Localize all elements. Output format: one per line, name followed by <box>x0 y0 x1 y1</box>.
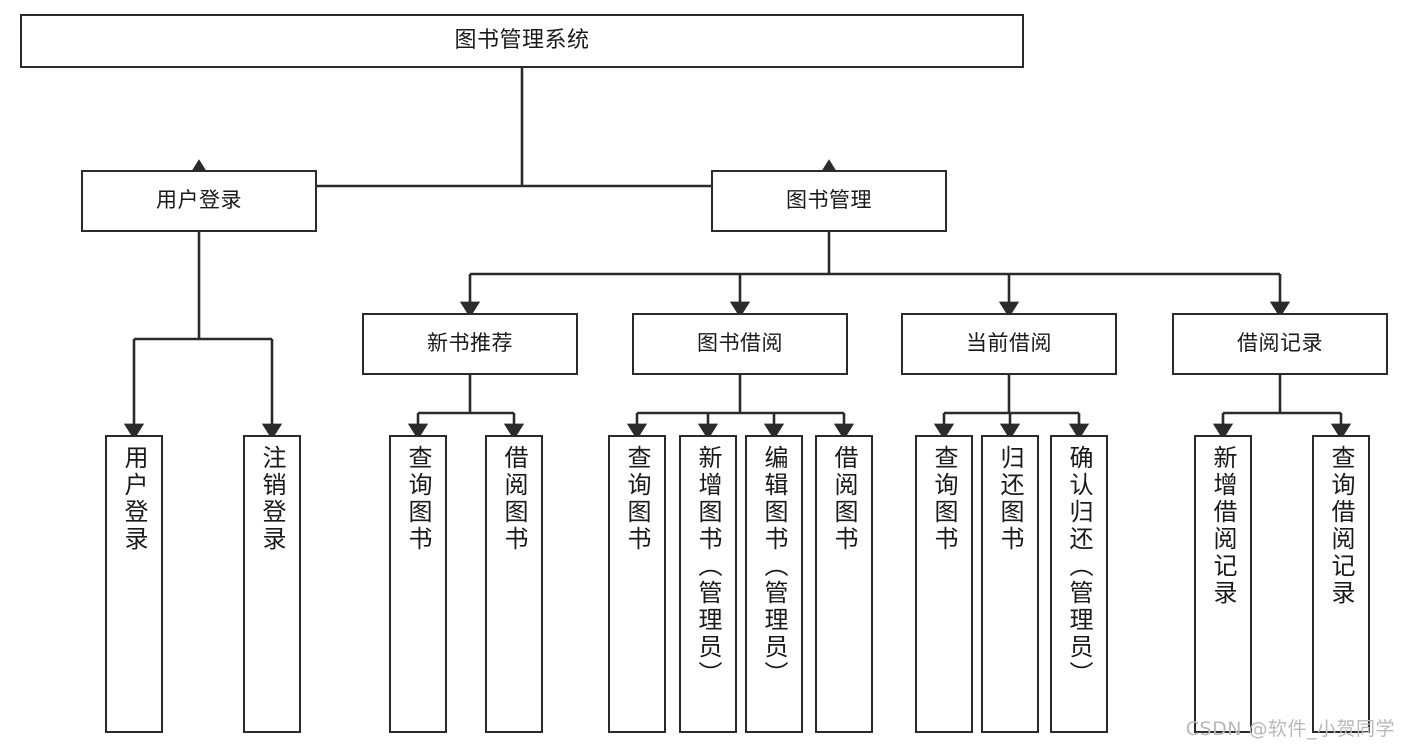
node-label: 注销登录 <box>258 445 286 553</box>
node-current_borrow[interactable]: 当前借阅 <box>901 313 1117 375</box>
node-label: 图书管理 <box>786 188 872 213</box>
node-user_login[interactable]: 用户登录 <box>81 170 317 232</box>
node-leaf_query_b1[interactable]: 查询图书 <box>389 435 447 733</box>
node-label: 查询图书 <box>623 445 651 553</box>
node-leaf_query_b3[interactable]: 查询图书 <box>915 435 973 733</box>
node-label: 查询图书 <box>930 445 958 553</box>
node-label: 借阅图书 <box>500 445 528 553</box>
node-label: 确认归还（管理员） <box>1065 445 1093 688</box>
node-leaf_confirm[interactable]: 确认归还（管理员） <box>1050 435 1108 733</box>
node-leaf_edit_book[interactable]: 编辑图书（管理员） <box>745 435 803 733</box>
watermark-text: CSDN @软件_小贺同学 <box>1185 718 1395 740</box>
node-leaf_borrow_b1[interactable]: 借阅图书 <box>485 435 543 733</box>
node-label: 图书借阅 <box>697 331 783 356</box>
node-leaf_add_book[interactable]: 新增图书（管理员） <box>679 435 737 733</box>
node-label: 编辑图书（管理员） <box>760 445 788 688</box>
node-leaf_return[interactable]: 归还图书 <box>981 435 1039 733</box>
node-new_book_rec[interactable]: 新书推荐 <box>362 313 578 375</box>
node-label: 查询借阅记录 <box>1327 445 1355 607</box>
node-label: 归还图书 <box>996 445 1024 553</box>
node-leaf_borrow_b2[interactable]: 借阅图书 <box>815 435 873 733</box>
node-label: 用户登录 <box>156 188 242 213</box>
node-label: 用户登录 <box>120 445 148 553</box>
node-label: 借阅图书 <box>830 445 858 553</box>
node-label: 新增借阅记录 <box>1209 445 1237 607</box>
node-label: 借阅记录 <box>1237 331 1323 356</box>
node-leaf_user_login[interactable]: 用户登录 <box>105 435 163 733</box>
node-label: 当前借阅 <box>966 331 1052 356</box>
node-label: 图书管理系统 <box>454 27 590 53</box>
node-leaf_logout[interactable]: 注销登录 <box>243 435 301 733</box>
node-label: 查询图书 <box>404 445 432 553</box>
node-borrow_record[interactable]: 借阅记录 <box>1172 313 1388 375</box>
node-leaf_add_rec[interactable]: 新增借阅记录 <box>1194 435 1252 733</box>
node-book_borrow[interactable]: 图书借阅 <box>632 313 848 375</box>
node-root[interactable]: 图书管理系统 <box>20 14 1024 68</box>
node-book_manage[interactable]: 图书管理 <box>711 170 947 232</box>
node-label: 新书推荐 <box>427 331 513 356</box>
node-label: 新增图书（管理员） <box>694 445 722 688</box>
node-leaf_query_rec[interactable]: 查询借阅记录 <box>1312 435 1370 733</box>
node-leaf_query_b2[interactable]: 查询图书 <box>608 435 666 733</box>
